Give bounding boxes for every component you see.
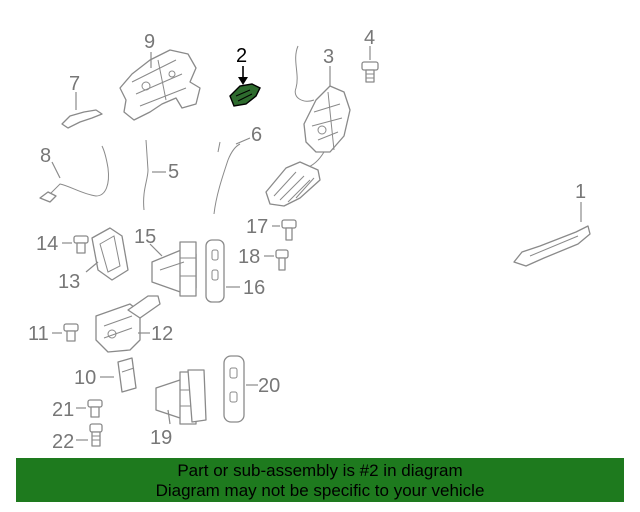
part-8-cable — [39, 145, 109, 203]
callout-19: 19 — [150, 427, 172, 449]
part-4-screw — [361, 46, 379, 83]
banner-line-1: Part or sub-assembly is #2 in diagram — [177, 461, 463, 480]
callout-15: 15 — [134, 226, 156, 248]
part-21-bolt — [76, 399, 103, 418]
callout-18: 18 — [238, 246, 260, 268]
part-6-rod — [213, 137, 251, 215]
part-17-bolt — [272, 219, 297, 241]
part-10-bracket — [100, 357, 137, 393]
callout-16: 16 — [243, 277, 265, 299]
part-3-door-latch — [265, 45, 351, 207]
callout-13: 13 — [58, 271, 80, 293]
info-banner: Part or sub-assembly is #2 in diagram Di… — [16, 458, 624, 502]
part-19-hinge — [155, 369, 207, 425]
part-1-door-handle — [513, 202, 591, 267]
callout-21: 21 — [52, 399, 74, 421]
callout-10: 10 — [74, 367, 96, 389]
callout-11: 11 — [28, 323, 49, 345]
callout-14: 14 — [36, 233, 58, 255]
part-15-hinge — [149, 241, 197, 297]
callout-4: 4 — [364, 27, 375, 49]
part-2-highlighted — [229, 66, 261, 107]
callout-1: 1 — [575, 181, 586, 203]
parts-diagram: 9 2 3 4 7 8 — [28, 27, 591, 453]
part-7-rod-clip — [61, 92, 103, 129]
part-14-bolt — [62, 235, 89, 254]
part-12-door-check — [95, 295, 161, 353]
part-22-bolt — [76, 423, 103, 447]
callout-8: 8 — [40, 145, 51, 167]
banner-line-2: Diagram may not be specific to your vehi… — [155, 481, 485, 500]
callout-17: 17 — [246, 216, 268, 238]
callout-22: 22 — [52, 431, 74, 453]
callout-20: 20 — [258, 375, 280, 397]
part-9-lock-housing — [119, 49, 201, 121]
part-11-bolt — [52, 323, 79, 342]
callout-12: 12 — [151, 323, 173, 345]
callout-2: 2 — [236, 45, 247, 67]
callout-3: 3 — [323, 46, 334, 68]
part-5-rod — [143, 139, 166, 211]
callout-7: 7 — [69, 73, 80, 95]
callout-9: 9 — [144, 31, 155, 53]
part-16-plate — [205, 239, 240, 303]
part-13-striker — [85, 227, 129, 281]
callout-5: 5 — [168, 161, 179, 183]
callout-6: 6 — [251, 124, 262, 146]
part-20-plate — [223, 355, 258, 423]
part-18-bolt — [264, 249, 289, 271]
